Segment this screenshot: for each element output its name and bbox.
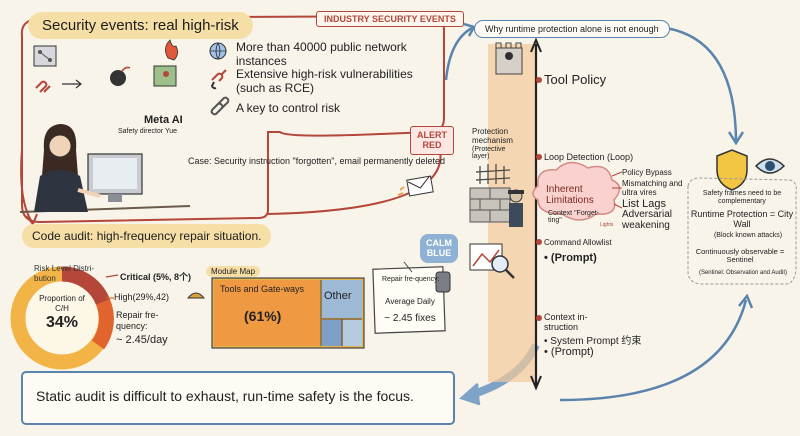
industry-events-tag: INDUSTRY SECURITY EVENTS — [316, 11, 464, 27]
note-sub: Average Daily — [385, 297, 435, 306]
security-item-2: Extensive high-risk vulnerabilities (suc… — [236, 67, 413, 95]
runtime-header: Why runtime protection alone is not enou… — [474, 20, 670, 38]
limit-policy-bypass: Policy Bypass — [622, 168, 672, 177]
security-events-title: Security events: real high-risk — [28, 12, 253, 39]
limit-list-lags: List Lags — [622, 198, 667, 210]
complement-runtime-sub: (Block known attacks) — [713, 232, 783, 239]
fire-icon — [165, 39, 178, 61]
bomb-icon — [110, 66, 131, 86]
module-tools-value: (61%) — [244, 308, 282, 324]
module-map-label: Module Map — [206, 266, 261, 277]
complement-runtime: Runtime Protection = City Wall — [690, 209, 794, 229]
castle-icon — [495, 42, 523, 75]
person-role: Safety director Yue — [118, 128, 178, 135]
fence-icon — [475, 164, 511, 184]
red-arrow — [20, 149, 33, 223]
limit-mismatching: Mismatching and ultra vires — [622, 179, 683, 197]
level-context: Context in-struction — [544, 312, 588, 333]
note-title: Repair fre-quency: — [382, 276, 440, 283]
high-label: High(29%,42) — [114, 292, 170, 302]
risk-title: Risk Level Distri-bution — [34, 264, 95, 283]
network-icon — [33, 45, 57, 67]
envelope-icon — [397, 175, 434, 197]
shield-icon — [716, 149, 748, 191]
module-treemap — [211, 277, 365, 349]
blue-arrow-right — [665, 26, 738, 141]
magnifier-chart-icon — [469, 243, 515, 279]
security-item-3: A key to control risk — [236, 101, 341, 115]
limitations-title: Inherent Limitations — [546, 184, 594, 206]
person-name: Meta AI — [144, 114, 183, 126]
module-tools-label: Tools and Gate-ways — [220, 284, 305, 294]
level-context-sub2: • (Prompt) — [544, 346, 594, 358]
note-value: ~ 2.45 fixes — [384, 313, 436, 324]
risk-donut-chart — [10, 266, 114, 370]
limitations-context: Context "Forget-ting" — [548, 210, 600, 225]
level-tool-policy: Tool Policy — [544, 72, 607, 87]
donut-label-1: Proportion of — [39, 294, 85, 303]
hat-icon — [186, 292, 206, 299]
link-icon — [210, 96, 230, 116]
phone-icon — [435, 271, 451, 293]
level-command-sub: • (Prompt) — [544, 252, 597, 264]
person-at-computer-illustration — [19, 124, 191, 213]
security-item-1: More than 40000 public network instances — [236, 40, 407, 68]
globe-icon — [209, 42, 227, 60]
donut-value: 34% — [45, 314, 79, 331]
level-command-allowlist: Command Allowlist — [544, 238, 612, 247]
brick-wall-icon — [469, 187, 511, 223]
code-audit-title: Code audit: high-frequency repair situat… — [22, 224, 272, 248]
module-other-label: Other — [324, 290, 352, 302]
complement-observe: Continuously observable = Sentinel — [695, 247, 785, 265]
limitations-lights: Lights — [600, 222, 614, 228]
sticky-note — [372, 261, 446, 334]
repair-label: Repair fre-quency: — [116, 310, 159, 331]
eye-icon — [754, 158, 786, 174]
level-loop-detection: Loop Detection (Loop) — [544, 152, 634, 162]
repair-value: ~ 2.45/day — [116, 334, 168, 346]
broken-link-icon — [210, 69, 227, 90]
blue-arrow-top — [444, 26, 473, 81]
map-icon — [153, 65, 177, 87]
guard-icon — [508, 189, 524, 227]
donut-label-2: C/H — [55, 304, 69, 313]
limitations-cloud — [532, 161, 621, 221]
chain-icon — [35, 80, 51, 93]
conclusion-text: Static audit is difficult to exhaust, ru… — [36, 388, 414, 404]
mechanism-label: Protection mechanism (Protective layer) — [472, 127, 513, 161]
limit-adversarial: Adversarial weakening — [622, 209, 673, 231]
complement-observe-sub: (Sentinel: Observation and Audit) — [698, 270, 788, 276]
case-text: Case: Security instruction "forgotten", … — [188, 156, 446, 166]
conclusion-frame — [21, 371, 455, 425]
complement-title: Safety frames need to be complementary — [702, 190, 782, 206]
critical-label: Critical (5%, 8个) — [120, 272, 192, 282]
level-context-sub: • System Prompt 约束 — [544, 336, 642, 347]
blue-arrow-bottom — [559, 299, 748, 402]
